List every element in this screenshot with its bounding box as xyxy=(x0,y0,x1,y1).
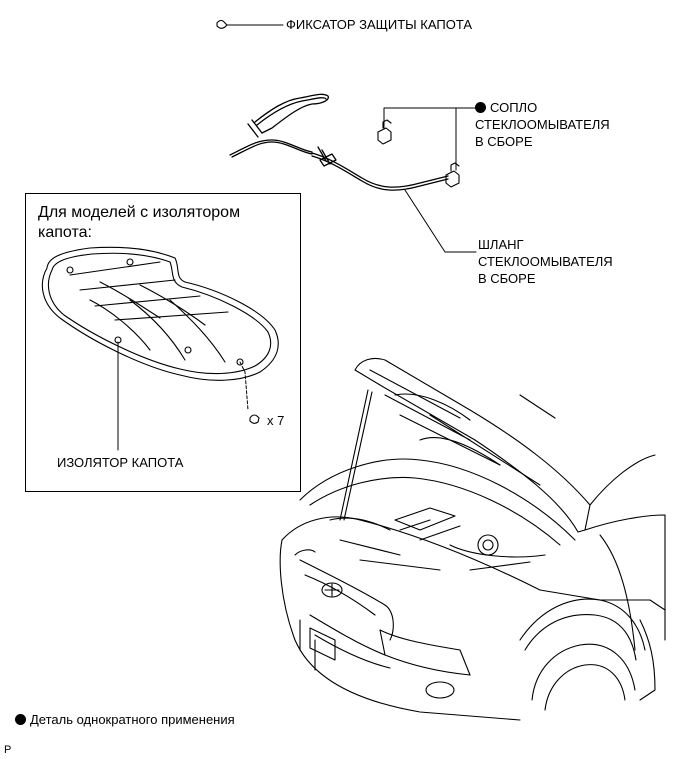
insulator-pad xyxy=(41,246,279,381)
nozzle-leader xyxy=(383,107,476,129)
non-reusable-dot-icon xyxy=(475,102,486,113)
nozzle-left xyxy=(377,119,392,145)
hose-label: ШЛАНГ СТЕКЛООМЫВАТЕЛЯ В СБОРЕ xyxy=(478,237,613,286)
legend: Деталь однократного применения xyxy=(15,711,235,728)
hood-clip-label: ФИКСАТОР ЗАЩИТЫ КАПОТА xyxy=(286,17,473,32)
insulator-label: ИЗОЛЯТОР КАПОТА xyxy=(57,455,184,470)
clip-leader xyxy=(239,361,249,411)
legend-dot-icon xyxy=(15,714,26,725)
page-mark: P xyxy=(4,744,12,756)
car-illustration xyxy=(279,357,666,721)
hose-leader xyxy=(404,189,477,253)
insulator-inset-box: Для моделей с изолятором капота: xyxy=(25,193,301,492)
hood-clip-icon xyxy=(216,19,284,29)
nozzle-label: СОПЛО СТЕКЛООМЫВАТЕЛЯ В СБОРЕ xyxy=(475,99,610,150)
clip-count-label: x 7 xyxy=(267,413,285,428)
washer-hose-line xyxy=(229,93,449,191)
legend-text: Деталь однократного применения xyxy=(30,712,235,727)
nozzle-right xyxy=(445,162,460,188)
clip-icon xyxy=(249,414,260,424)
inset-title: Для моделей с изолятором капота: xyxy=(38,204,241,241)
nozzle-label-text: СОПЛО СТЕКЛООМЫВАТЕЛЯ В СБОРЕ xyxy=(475,100,610,149)
